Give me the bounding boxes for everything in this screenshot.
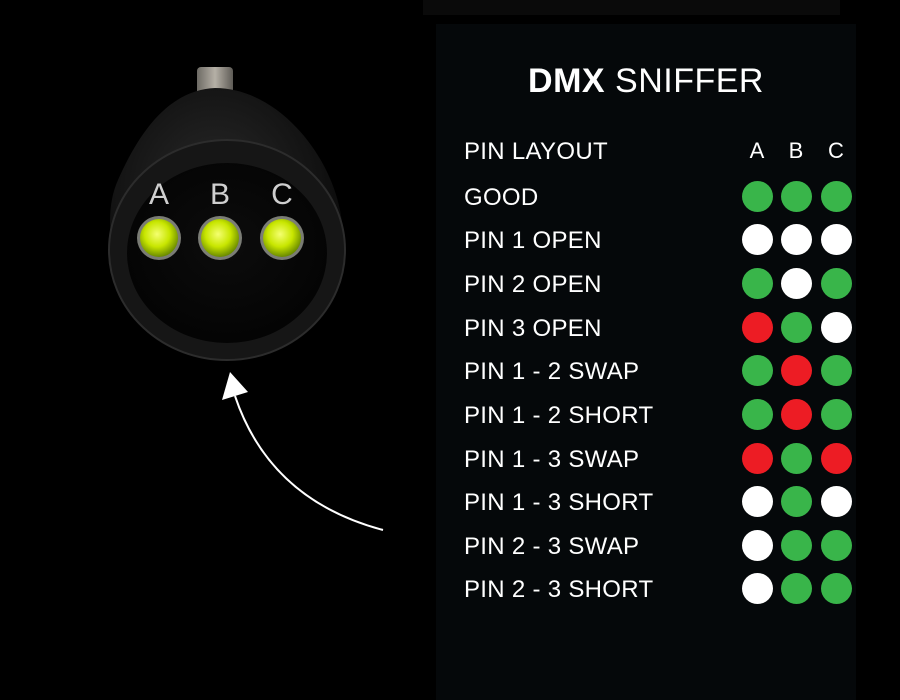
led-indicator-b-icon: [781, 181, 812, 212]
table-row: PIN 1 - 2 SHORT: [464, 399, 852, 431]
table-header: PIN LAYOUT A B C: [464, 138, 844, 168]
led-indicator-a-icon: [742, 268, 773, 299]
led-indicator-c-icon: [821, 486, 852, 517]
dmx-sniffer-device: A B C: [100, 50, 360, 380]
led-indicator-a-icon: [742, 181, 773, 212]
device-led-c: [263, 219, 301, 257]
led-indicator-c-icon: [821, 399, 852, 430]
row-label: PIN 2 OPEN: [464, 271, 602, 298]
led-indicator-a-icon: [742, 312, 773, 343]
table-row: PIN 2 OPEN: [464, 268, 852, 300]
table-row: PIN 1 OPEN: [464, 224, 852, 256]
row-label: PIN 1 OPEN: [464, 227, 602, 254]
led-indicator-a-icon: [742, 573, 773, 604]
column-header-a: A: [749, 138, 765, 163]
led-indicator-b-icon: [781, 224, 812, 255]
device-illustration: A B C: [108, 67, 346, 361]
title-light: SNIFFER: [615, 62, 764, 100]
row-label: GOOD: [464, 184, 539, 211]
led-indicator-a-icon: [742, 443, 773, 474]
row-label: PIN 2 - 3 SWAP: [464, 533, 640, 560]
led-indicator-c-icon: [821, 181, 852, 212]
device-label-c: C: [271, 178, 293, 211]
led-indicator-c-icon: [821, 224, 852, 255]
led-indicator-b-icon: [781, 443, 812, 474]
row-label: PIN 1 - 3 SHORT: [464, 489, 654, 516]
device-led-b: [201, 219, 239, 257]
top-strip: [423, 0, 840, 15]
led-indicator-c-icon: [821, 443, 852, 474]
panel-title: DMX SNIFFER: [436, 62, 856, 101]
row-label: PIN 1 - 2 SHORT: [464, 402, 654, 429]
led-indicator-c-icon: [821, 530, 852, 561]
column-header-b: B: [788, 138, 804, 163]
table-row: PIN 2 - 3 SHORT: [464, 573, 852, 605]
row-label: PIN 3 OPEN: [464, 315, 602, 342]
device-label-a: A: [149, 178, 169, 211]
table-row: PIN 1 - 3 SHORT: [464, 486, 852, 518]
led-indicator-a-icon: [742, 224, 773, 255]
led-indicator-b-icon: [781, 312, 812, 343]
led-indicator-b-icon: [781, 573, 812, 604]
table-row: GOOD: [464, 181, 852, 213]
row-label: PIN 1 - 3 SWAP: [464, 446, 640, 473]
device-label-b: B: [210, 178, 230, 211]
pin-layout-header: PIN LAYOUT: [464, 138, 608, 165]
led-indicator-b-icon: [781, 530, 812, 561]
row-label: PIN 2 - 3 SHORT: [464, 576, 654, 603]
led-indicator-c-icon: [821, 355, 852, 386]
led-indicator-b-icon: [781, 268, 812, 299]
device-led-a: [140, 219, 178, 257]
column-header-c: C: [828, 138, 844, 163]
led-indicator-b-icon: [781, 399, 812, 430]
led-indicator-a-icon: [742, 530, 773, 561]
led-indicator-b-icon: [781, 486, 812, 517]
led-indicator-c-icon: [821, 573, 852, 604]
table-row: PIN 1 - 2 SWAP: [464, 355, 852, 387]
led-indicator-a-icon: [742, 399, 773, 430]
table-row: PIN 1 - 3 SWAP: [464, 443, 852, 475]
row-label: PIN 1 - 2 SWAP: [464, 358, 640, 385]
table-row: PIN 2 - 3 SWAP: [464, 530, 852, 562]
led-indicator-c-icon: [821, 268, 852, 299]
led-indicator-a-icon: [742, 355, 773, 386]
legend-panel: DMX SNIFFER PIN LAYOUT A B C GOOD PIN 1 O…: [436, 24, 856, 700]
led-indicator-b-icon: [781, 355, 812, 386]
led-indicator-a-icon: [742, 486, 773, 517]
title-bold: DMX: [528, 62, 606, 100]
led-indicator-c-icon: [821, 312, 852, 343]
table-row: PIN 3 OPEN: [464, 312, 852, 344]
